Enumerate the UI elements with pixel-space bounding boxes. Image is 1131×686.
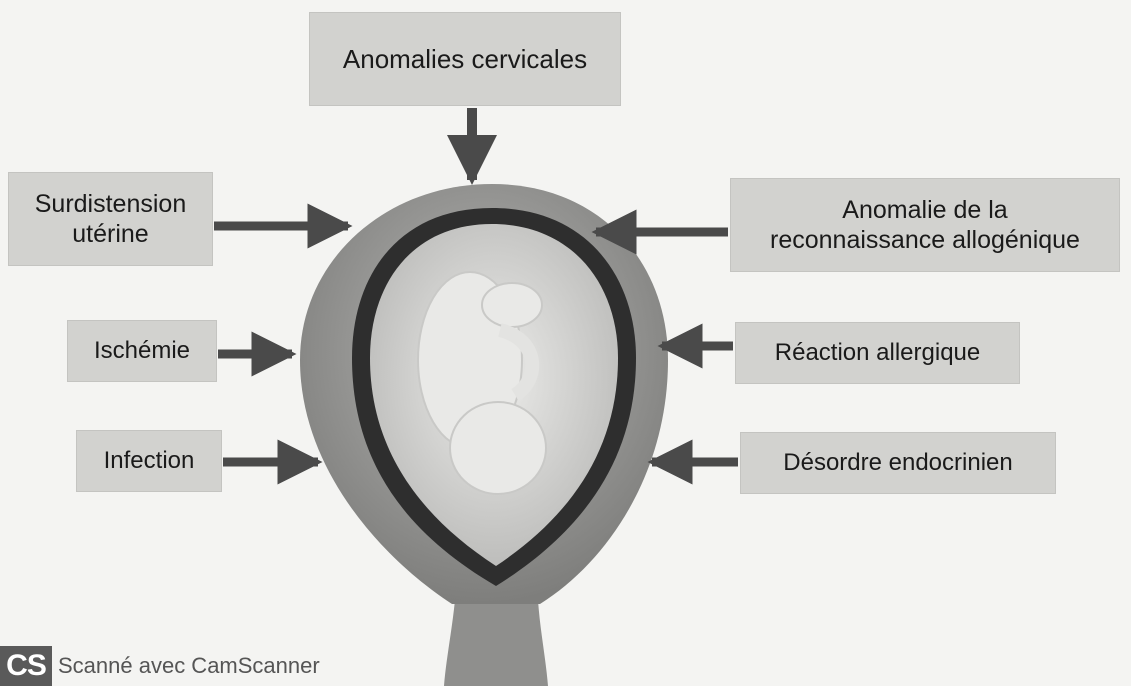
- label-surdistension-line2: utérine: [72, 220, 148, 248]
- label-infection-text: Infection: [104, 446, 195, 476]
- camscanner-watermark: CS Scanné avec CamScanner: [0, 646, 420, 686]
- label-reaction-text: Réaction allergique: [775, 338, 980, 368]
- camscanner-text: Scanné avec CamScanner: [58, 653, 320, 679]
- label-ischemie: Ischémie: [67, 320, 217, 382]
- label-reconnaissance-line1: Anomalie de la: [842, 196, 1007, 224]
- label-anomalies-cervicales-text: Anomalies cervicales: [343, 44, 587, 74]
- label-reaction-allergique: Réaction allergique: [735, 322, 1020, 384]
- label-ischemie-text: Ischémie: [94, 336, 190, 366]
- label-surdistension-text: Surdistension utérine: [35, 189, 186, 249]
- label-surdistension-uterine: Surdistension utérine: [8, 172, 213, 266]
- cervix-neck: [444, 600, 548, 686]
- label-reconnaissance-line2: reconnaissance allogénique: [770, 226, 1080, 254]
- label-desordre-endocrinien: Désordre endocrinien: [740, 432, 1056, 494]
- label-reconnaissance-text: Anomalie de la reconnaissance allogéniqu…: [770, 195, 1080, 255]
- label-reconnaissance-allogenique: Anomalie de la reconnaissance allogéniqu…: [730, 178, 1120, 272]
- label-infection: Infection: [76, 430, 222, 492]
- label-desordre-text: Désordre endocrinien: [783, 448, 1012, 478]
- label-surdistension-line1: Surdistension: [35, 190, 186, 218]
- camscanner-logo: CS: [0, 646, 52, 686]
- label-anomalies-cervicales: Anomalies cervicales: [309, 12, 621, 106]
